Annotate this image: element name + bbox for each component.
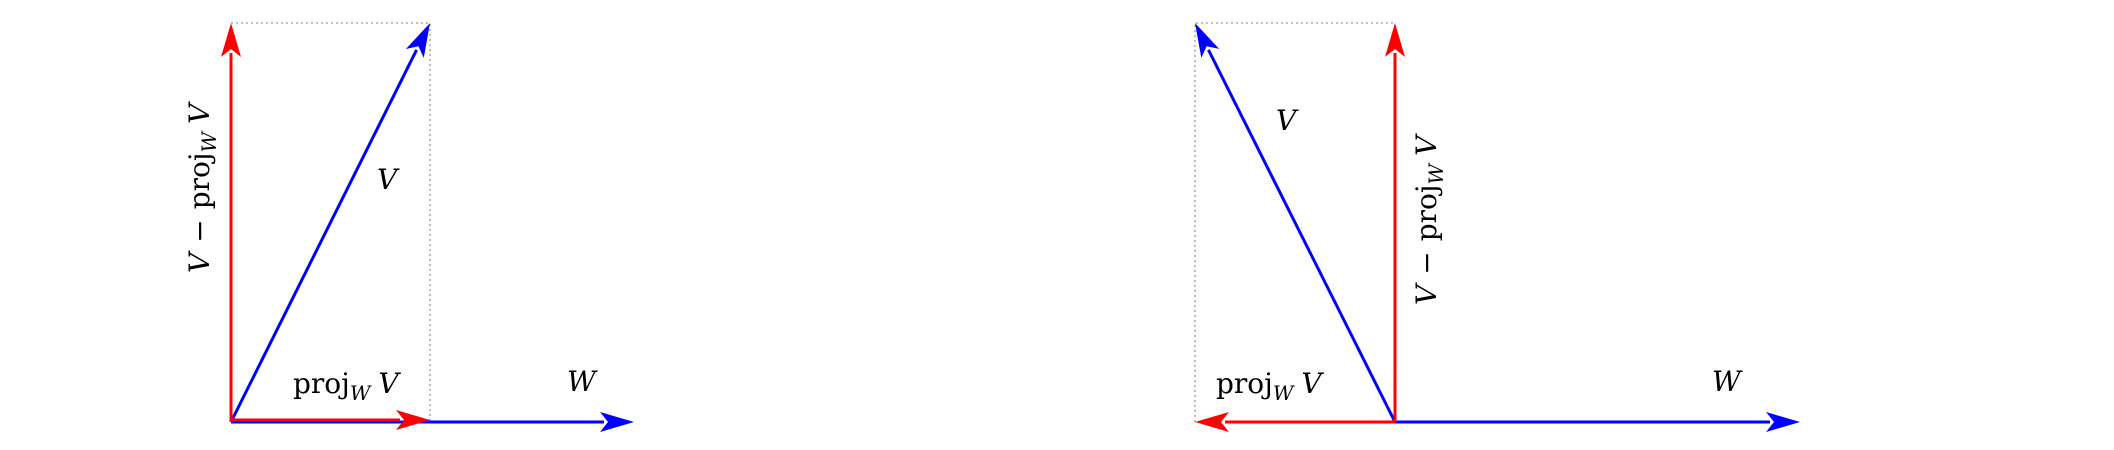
- right-orth-v1: V: [1410, 282, 1443, 305]
- right-orth-subscript: W: [1424, 162, 1448, 184]
- left-vector-w-arrowhead: [600, 412, 634, 432]
- left-orth-v1: V: [183, 250, 216, 273]
- right-proj-subscript: W: [1273, 381, 1295, 405]
- right-orth-v2: V: [1410, 133, 1443, 156]
- left-proj-subscript: W: [350, 381, 372, 405]
- left-proj-word: proj: [293, 367, 350, 400]
- left-vector-projection-arrowhead: [396, 410, 430, 430]
- right-vector-v-line: [1207, 49, 1397, 423]
- left-label-v: V: [377, 163, 400, 196]
- right-orth-minus: −: [1410, 251, 1443, 274]
- left-proj-v: V: [378, 367, 401, 400]
- left-label-w: W: [567, 365, 598, 398]
- right-label-v: V: [1276, 104, 1299, 137]
- right-label-orthogonal: V−projWV: [1410, 133, 1448, 305]
- right-orth-proj: proj: [1410, 184, 1443, 241]
- right-vector-projection-arrowhead: [1195, 412, 1229, 432]
- left-orth-v2: V: [183, 101, 216, 124]
- right-proj-word: proj: [1216, 367, 1273, 400]
- left-orth-subscript: W: [197, 130, 221, 152]
- right-vector-w-arrowhead: [1766, 412, 1800, 432]
- left-orth-minus: −: [183, 219, 216, 242]
- right-vector-orthogonal-arrowhead: [1385, 23, 1405, 57]
- right-label-w: W: [1712, 365, 1743, 398]
- left-vector-v-arrowhead: [405, 23, 430, 58]
- left-orth-proj: proj: [183, 152, 216, 209]
- left-label-orthogonal: V−projWV: [183, 101, 221, 273]
- right-proj-v: V: [1301, 367, 1324, 400]
- left-guide-rectangle: [231, 22, 431, 422]
- right-vector-v-arrowhead: [1195, 23, 1220, 58]
- left-vector-orthogonal-arrowhead: [221, 23, 241, 57]
- left-vector-v-line: [229, 49, 418, 423]
